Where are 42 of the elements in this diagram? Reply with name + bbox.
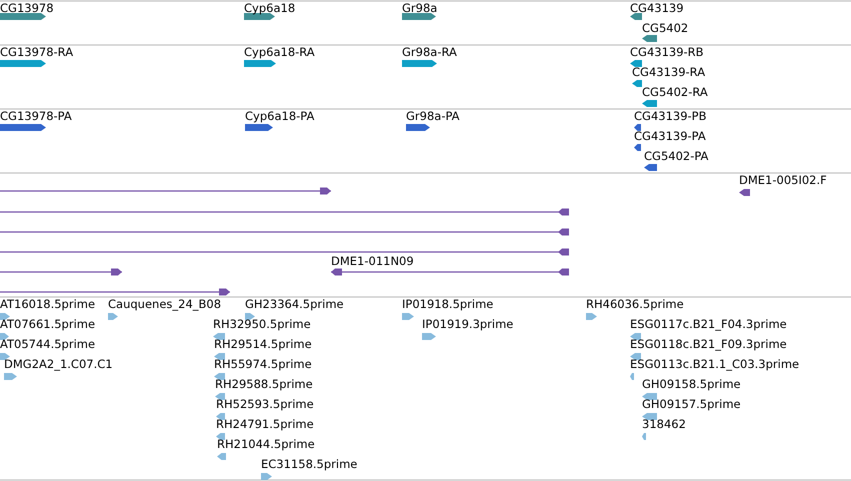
feature-label: RH29588.5prime (215, 378, 313, 391)
feature-label: CG5402-PA (644, 150, 708, 163)
feature-label: RH52593.5prime (216, 398, 314, 411)
feature-label: CG5402 (642, 22, 688, 35)
feature-label: RH21044.5prime (217, 438, 315, 451)
feature-label: IP01919.3prime (422, 318, 514, 331)
feature-label: ESG0117c.B21_F04.3prime (630, 318, 787, 331)
feature-label: IP01918.5prime (402, 298, 494, 311)
feature-label: Gr98a-PA (406, 110, 460, 123)
feature-label: RH24791.5prime (216, 418, 314, 431)
feature-label: CG43139-PB (634, 110, 706, 123)
feature-label: 318462 (642, 418, 686, 431)
feature-label: ESG0118c.B21_F09.3prime (630, 338, 787, 351)
feature-label: Cauquenes_24_B08 (108, 298, 222, 311)
feature-label: DME1-011N09 (331, 255, 414, 268)
feature-label: DME1-005I02.F (739, 174, 827, 187)
feature-label: DMG2A2_1.C07.C1 (4, 358, 113, 371)
feature-label: CG5402-RA (642, 86, 708, 99)
feature-label: AT05744.5prime (0, 338, 96, 351)
feature-label: CG13978-RA (0, 46, 74, 59)
feature-label: CG13978 (0, 2, 54, 15)
feature-label: Cyp6a18-PA (245, 110, 314, 123)
feature-label: GH09157.5prime (642, 398, 741, 411)
feature-label: Cyp6a18-RA (244, 46, 315, 59)
feature-label: RH55974.5prime (214, 358, 312, 371)
feature-label: AT16018.5prime (0, 298, 96, 311)
feature-label: Gr98a-RA (402, 46, 457, 59)
feature-label: Gr98a (402, 2, 438, 15)
feature-label: ESG0113c.B21.1_C03.3prime (630, 358, 800, 371)
feature-label: AT07661.5prime (0, 318, 96, 331)
feature-label: EC31158.5prime (261, 458, 358, 471)
feature-label: CG13978-PA (0, 110, 72, 123)
feature-label: Cyp6a18 (244, 2, 296, 15)
feature-label: RH29514.5prime (214, 338, 312, 351)
feature-label: CG43139-PA (634, 130, 706, 143)
feature-label: CG43139 (630, 2, 684, 15)
feature-label: GH09158.5prime (642, 378, 741, 391)
feature-label: RH32950.5prime (213, 318, 311, 331)
feature-label: GH23364.5prime (245, 298, 344, 311)
feature-label: CG43139-RA (632, 66, 706, 79)
feature-label: CG43139-RB (630, 46, 704, 59)
feature-label: RH46036.5prime (586, 298, 684, 311)
